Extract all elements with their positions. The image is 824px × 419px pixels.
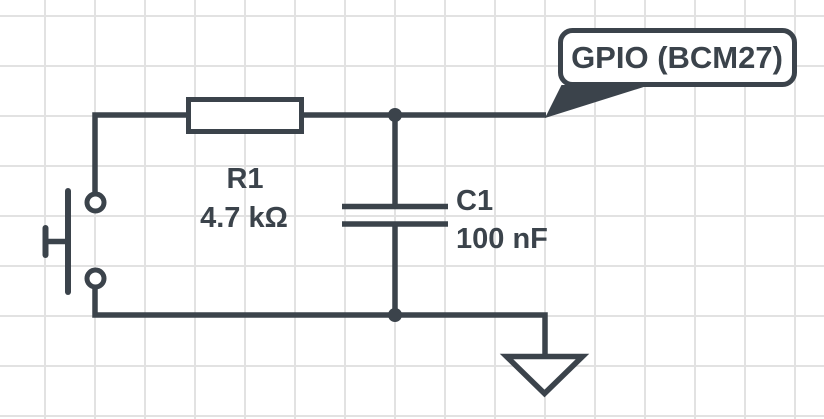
junction-dot-bottom — [388, 308, 402, 322]
gpio-callout-tail — [545, 85, 650, 118]
pushbutton-terminal-top — [84, 191, 107, 214]
resistor-value-label: 4.7 kΩ — [200, 202, 288, 234]
ground-symbol — [499, 353, 590, 398]
resistor-designator-label: R1 — [226, 163, 263, 195]
resistor-body — [186, 97, 304, 134]
wires — [92, 112, 548, 356]
pushbutton-symbol — [42, 188, 107, 295]
gpio-callout-bubble — [558, 28, 797, 87]
gpio-callout: GPIO (BCM27) — [545, 28, 797, 118]
capacitor-symbol: C1 100 nF — [342, 185, 548, 255]
junction-dot-top — [388, 108, 402, 122]
capacitor-designator-label: C1 — [456, 185, 493, 217]
capacitor-value-label: 100 nF — [456, 223, 548, 255]
resistor-symbol: R1 4.7 kΩ — [186, 97, 304, 234]
pushbutton-terminal-bottom — [84, 267, 107, 290]
gpio-callout-label: GPIO (BCM27) — [571, 40, 783, 75]
